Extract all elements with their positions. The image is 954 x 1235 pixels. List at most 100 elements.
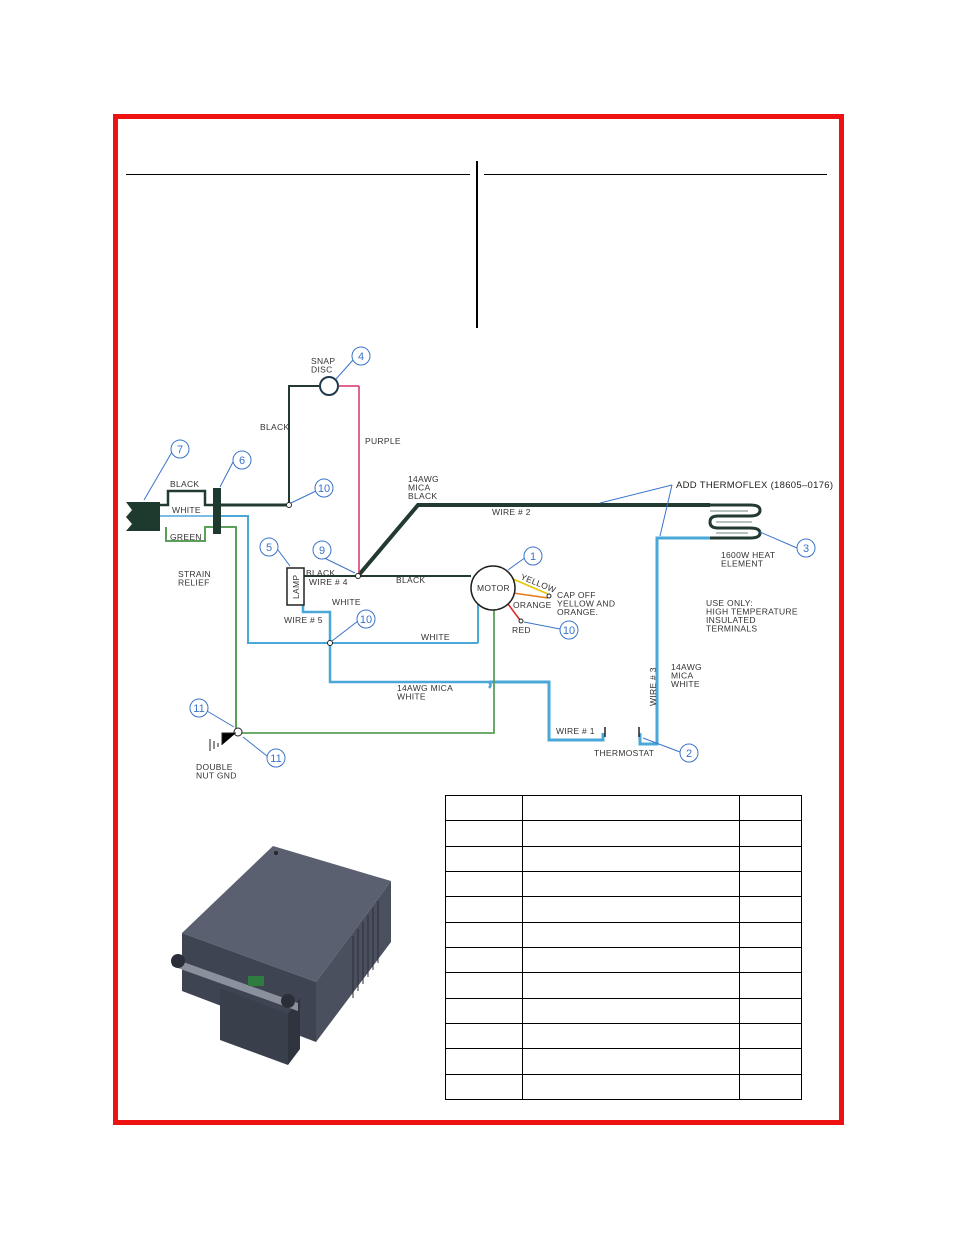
label-line: DOUBLE [196, 762, 233, 772]
wire5-label: WIRE # 5 [284, 615, 323, 625]
indicator-light [248, 976, 264, 986]
red-lead [507, 603, 521, 621]
motor-icon [470, 565, 516, 611]
table-cell [739, 820, 802, 847]
callout-9: 9 [319, 545, 325, 557]
black-wires [159, 385, 710, 578]
red-label: RED [512, 625, 531, 635]
callout-11-a: 11 [193, 703, 204, 715]
rail-knob-right [281, 994, 295, 1008]
label-line: CAP OFF [557, 590, 596, 600]
label-line: YELLOW AND [557, 599, 615, 609]
table-cell [739, 1022, 802, 1050]
cap-off-terminal [546, 593, 552, 599]
label-line: BLACK [408, 491, 437, 501]
junctions [286, 502, 361, 646]
callout-3: 3 [803, 543, 809, 555]
black-mid-label: BLACK [396, 575, 425, 585]
table-cell [521, 946, 741, 974]
callout-circles [170, 346, 816, 768]
table-row [445, 1073, 802, 1101]
green-left-label: GREEN [170, 532, 202, 542]
table-cell [739, 896, 802, 923]
table-cell [739, 1073, 802, 1101]
callout-5: 5 [266, 542, 272, 554]
ground-icon [209, 732, 236, 751]
callout-10-a: 10 [318, 483, 330, 495]
callout-4: 4 [358, 351, 364, 363]
table-cell [445, 1048, 523, 1075]
table-cell [739, 794, 802, 822]
table-cell [445, 845, 523, 872]
label-line: STRAIN [178, 569, 211, 579]
purple-label: PURPLE [365, 436, 401, 446]
lamp-label: LAMP [291, 575, 301, 599]
white-mid-label: WHITE [421, 632, 450, 642]
snap-disc-icon [319, 376, 339, 396]
callout-1: 1 [530, 551, 536, 563]
label-line: MICA [408, 483, 430, 493]
wire2-label: WIRE # 2 [492, 507, 531, 517]
table-row [445, 921, 802, 948]
table-cell [521, 794, 741, 822]
thermostat-label: THERMOSTAT [594, 748, 654, 758]
oven-unit-image [171, 846, 391, 1065]
power-plug-icon [126, 502, 160, 531]
red-terminal [518, 618, 524, 624]
table-cell [739, 946, 802, 974]
table-cell [445, 946, 523, 974]
orange-lead [512, 592, 549, 599]
parts-table [445, 794, 802, 1101]
table-cell [521, 997, 741, 1024]
label-line: RELIEF [178, 578, 210, 588]
table-cell [521, 921, 741, 948]
unit-vents [352, 901, 379, 998]
green-wires [165, 526, 495, 734]
table-cell [445, 997, 523, 1024]
label-line: NUT GND [196, 771, 237, 781]
motor-label: MOTOR [477, 583, 510, 593]
table-cell [521, 845, 741, 872]
label-line: WHITE [397, 692, 426, 702]
callout-7: 7 [177, 444, 183, 456]
callout-10-c: 10 [563, 625, 575, 637]
black-left-label: BLACK [170, 479, 199, 489]
table-cell [445, 870, 523, 898]
callout-leaders [143, 359, 798, 757]
table-cell [445, 1022, 523, 1050]
table-cell [445, 921, 523, 948]
strain-relief-icon [213, 488, 221, 534]
unit-lower-side [288, 998, 300, 1065]
table-cell [739, 845, 802, 872]
table-cell [521, 896, 741, 923]
lamp-black-label: BLACK [306, 568, 335, 578]
table-cell [521, 1022, 741, 1050]
label-line: TERMINALS [706, 624, 757, 634]
lamp-white-label: WHITE [332, 597, 361, 607]
black-top-label: BLACK [260, 422, 289, 432]
wire4-label: WIRE # 4 [309, 577, 348, 587]
label-line: MICA [671, 671, 693, 681]
label-line: HIGH TEMPERATURE [706, 607, 798, 617]
add-thermoflex-label: ADD THERMOFLEX (18605–0176) [676, 480, 833, 491]
label-line: DISC [311, 365, 333, 375]
table-row [445, 1022, 802, 1050]
callout-6: 6 [239, 455, 245, 467]
label-line: WHITE [671, 679, 700, 689]
table-cell [739, 921, 802, 948]
unit-lower-box [220, 988, 288, 1065]
red-frame [113, 114, 844, 1125]
table-cell [445, 1073, 523, 1101]
table-cell [445, 896, 523, 923]
label-line: SNAP [311, 356, 335, 366]
callout-2: 2 [686, 748, 692, 760]
table-row [445, 946, 802, 974]
label-line: ORANGE. [557, 607, 598, 617]
